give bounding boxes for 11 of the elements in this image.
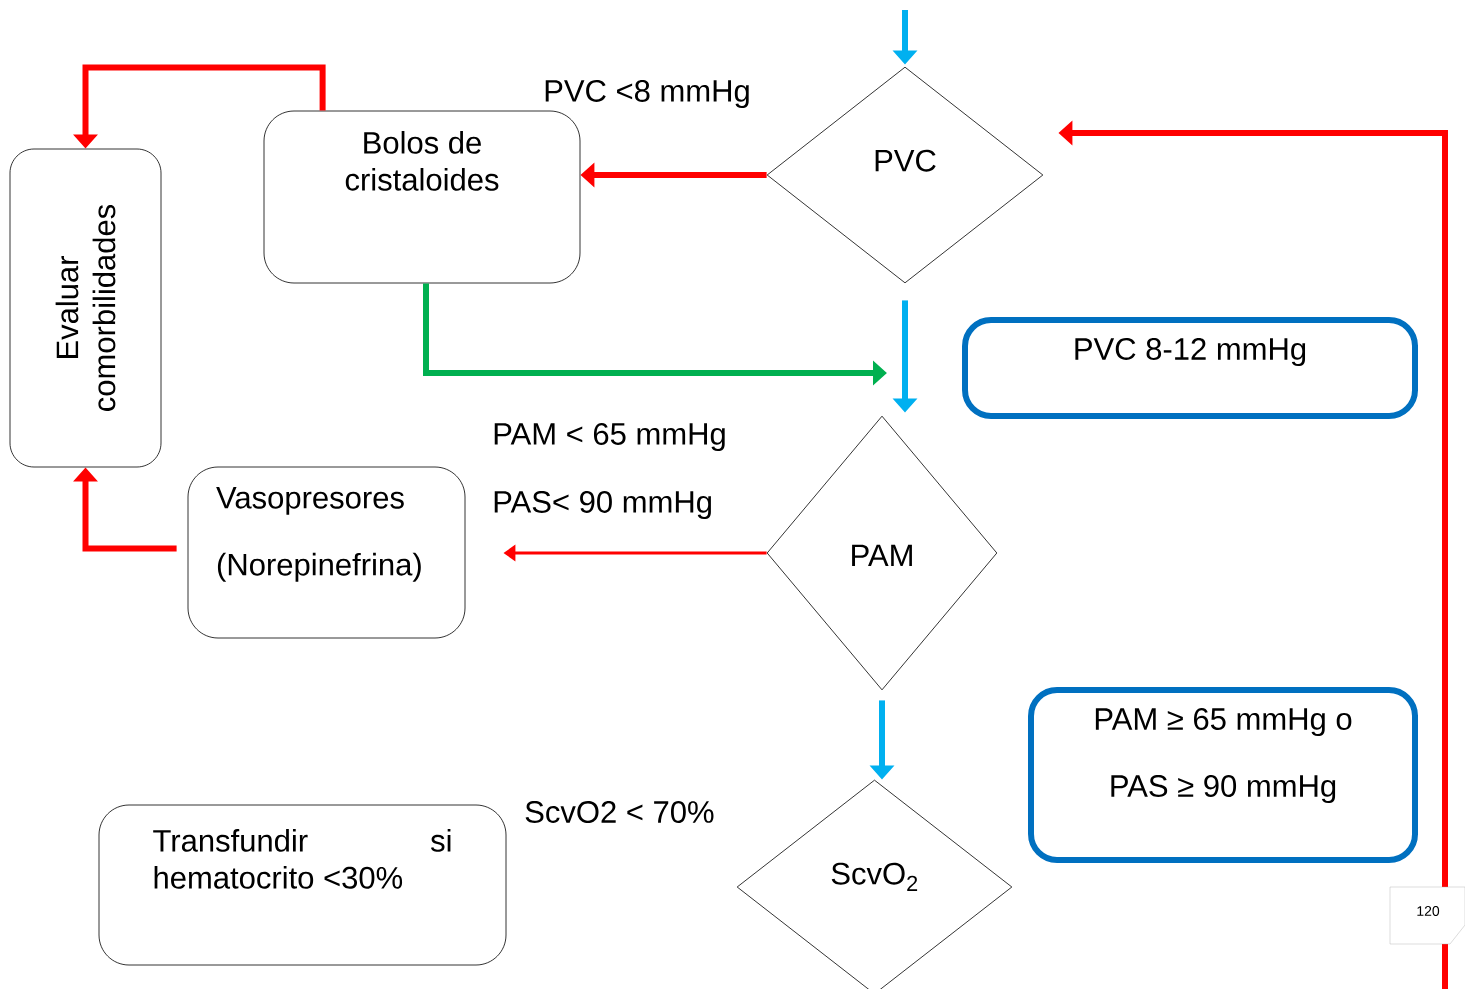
condition-label: ScvO2 < 70% [525, 801, 714, 823]
process-box: Bolos de cristaloides [263, 110, 581, 284]
result-box: PAM ≥ 65 mmHg o PAS ≥ 90 mmHg [1028, 687, 1418, 863]
condition-label: PAM < 65 mmHg [494, 422, 725, 452]
condition-label: PAS< 90 mmHg [494, 490, 711, 520]
result-box: PVC 8-12 mmHg [962, 317, 1418, 419]
condition-label: PVC <8 mmHg [545, 79, 749, 109]
process-box: Evaluar comorbilidades [9, 148, 162, 468]
process-box: Transfundir si hematocrito <30% [98, 804, 507, 966]
page-number: 120 [1389, 886, 1465, 945]
process-box: Vasopresores (Norepinefrina) [187, 466, 466, 639]
